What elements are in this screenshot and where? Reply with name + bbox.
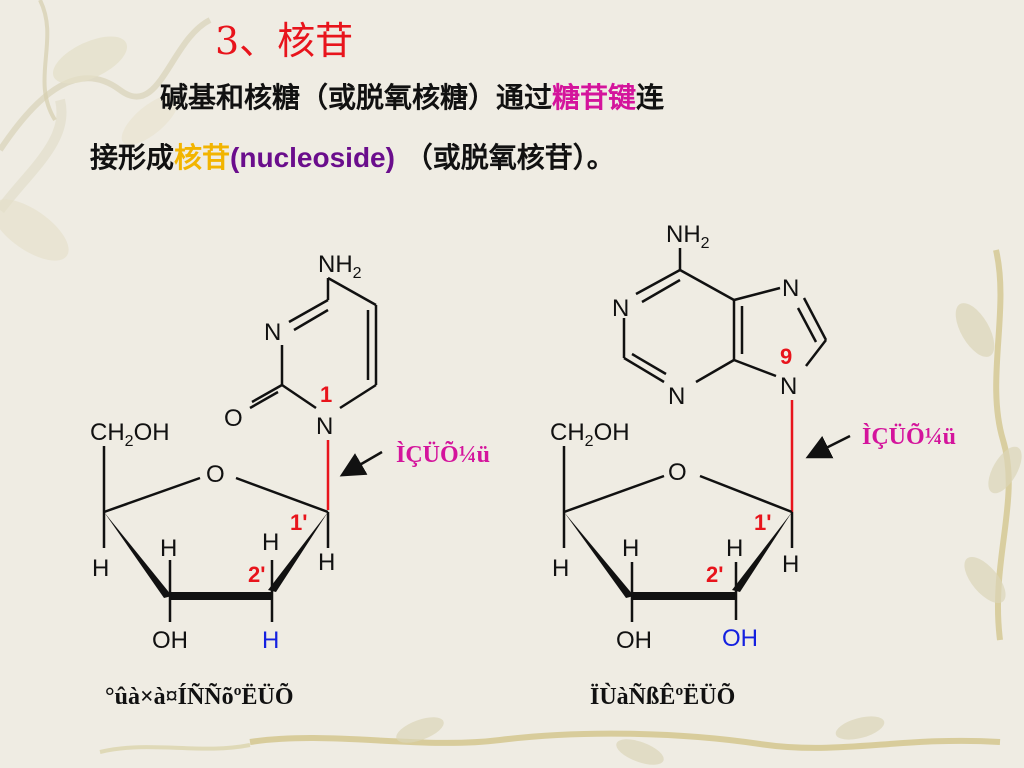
hydroxyl-c2: OH: [722, 625, 758, 652]
glycosidic-bond-label: ÌÇÜÕ¼ü: [396, 442, 490, 468]
pyrimidine-ring: [249, 276, 378, 410]
deoxy-hydrogen-c2: H: [262, 627, 279, 654]
ring-nitrogen-n3: N: [668, 383, 685, 410]
hydrogen-c2-top: H: [262, 529, 279, 556]
ring-oxygen: O: [206, 461, 225, 488]
ring-nitrogen-n1: N: [612, 295, 629, 322]
right-molecule-caption: ÏÙàÑßÊºËÜÕ: [590, 684, 736, 710]
amino-group-label: NH2: [666, 221, 710, 252]
position-number-2-prime: 2': [248, 562, 265, 587]
ring-nitrogen-n9: N: [780, 373, 797, 400]
hydroxyl-c3: OH: [616, 627, 652, 654]
position-number-1: 1: [320, 382, 332, 407]
paragraph-text: （或脱氧核苷）。: [394, 141, 615, 174]
amino-group-label: NH2: [318, 251, 362, 282]
hydrogen-c3-top: H: [622, 535, 639, 562]
paragraph-text: 连: [636, 81, 665, 114]
ribose-ring: [562, 446, 794, 622]
hydrogen-c1: H: [782, 551, 799, 578]
paragraph-line-2: 接形成核苷(nucleoside) （或脱氧核苷）。: [90, 136, 615, 176]
carbonyl-oxygen: O: [224, 405, 243, 432]
ch2oh-group-label: CH2OH: [550, 419, 630, 450]
paragraph-text: 碱基和核糖（或脱氧核糖）通过: [160, 81, 553, 114]
nucleoside-term: 核苷: [174, 141, 231, 174]
glycosidic-bond-term: 糖苷键: [552, 81, 637, 114]
hydrogen-c4: H: [92, 555, 109, 582]
deoxyribose-ring: [102, 446, 330, 622]
section-heading: 3、核苷: [215, 19, 354, 63]
position-number-1-prime: 1': [754, 510, 771, 535]
ring-nitrogen-n1: N: [316, 413, 333, 440]
left-molecule-caption: °ûà×à¤ÍÑÑõºËÜÕ: [105, 684, 294, 710]
bond-pointer-arrow: [805, 434, 851, 459]
bond-pointer-arrow: [339, 450, 383, 477]
ring-oxygen: O: [668, 459, 687, 486]
ring-nitrogen-n3: N: [264, 319, 281, 346]
purine-ring: [622, 248, 828, 384]
paragraph-text: 接形成: [90, 141, 175, 174]
hydrogen-c4: H: [552, 555, 569, 582]
nucleoside-english-term: (nucleoside): [230, 142, 395, 173]
paragraph-line-1: 碱基和核糖（或脱氧核糖）通过糖苷键连: [160, 76, 664, 116]
left-molecule: NH2 N O N 1 CH2OH O 1' 2' H H H H OH: [90, 251, 490, 654]
glycosidic-bond-label: ÌÇÜÕ¼ü: [862, 424, 956, 450]
right-molecule: NH2 N N N N 9 CH2OH O 1' 2' H H H H OH: [550, 221, 956, 654]
hydrogen-c1: H: [318, 549, 335, 576]
hydrogen-c3-top: H: [160, 535, 177, 562]
position-number-1-prime: 1': [290, 510, 307, 535]
hydroxyl-c3: OH: [152, 627, 188, 654]
position-number-2-prime: 2': [706, 562, 723, 587]
ch2oh-group-label: CH2OH: [90, 419, 170, 450]
hydrogen-c2-top: H: [726, 535, 743, 562]
ring-nitrogen-n7: N: [782, 275, 799, 302]
position-number-9: 9: [780, 344, 792, 369]
